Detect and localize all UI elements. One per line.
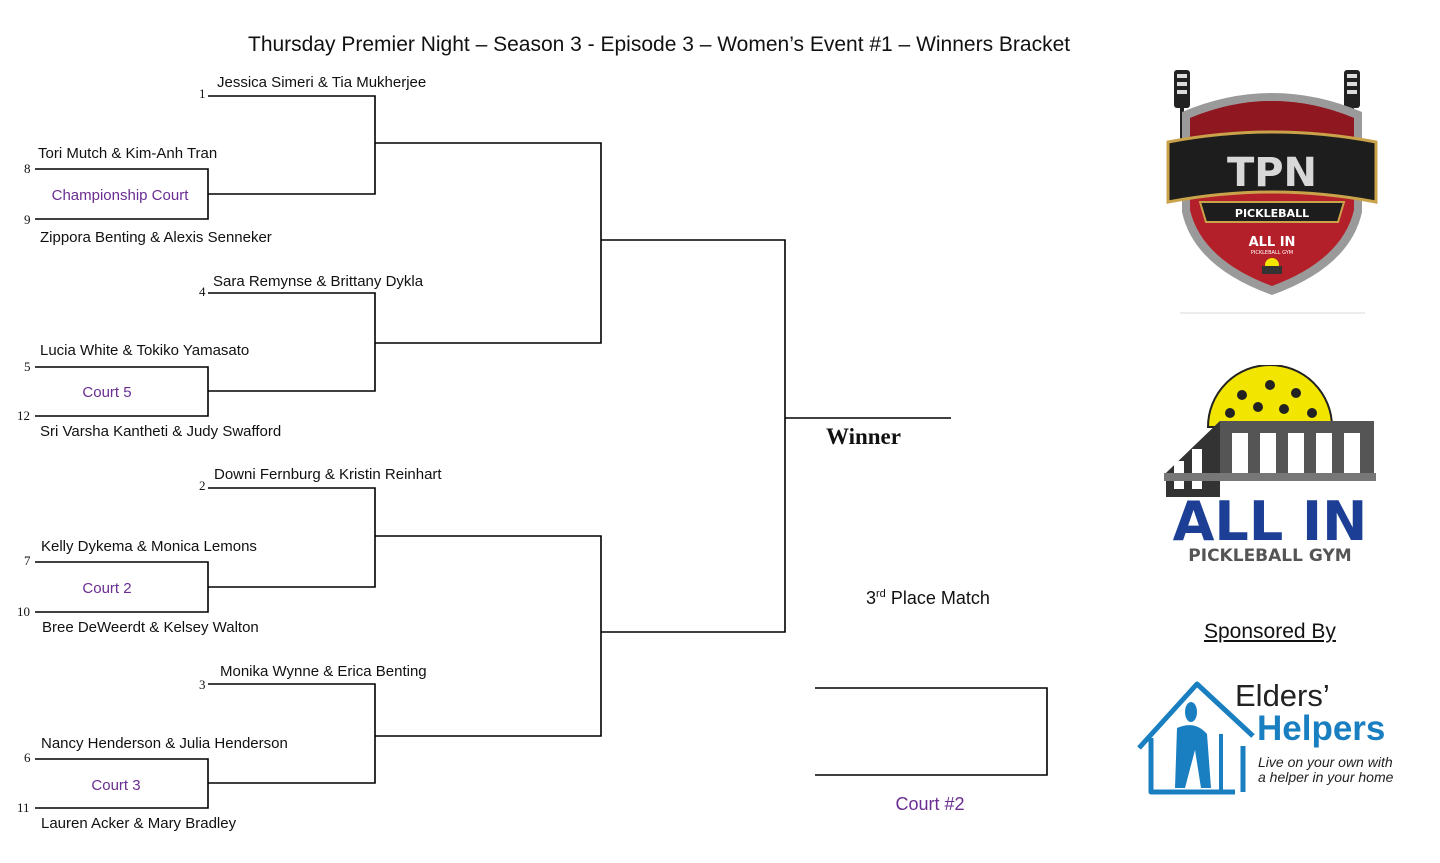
third-place-label: 3rd Place Match [866, 588, 990, 609]
tpn-allin-sub-text: PICKLEBALL GYM [1251, 250, 1293, 256]
seed-5: 5 [24, 359, 31, 374]
bracket-title: Thursday Premier Night – Season 3 - Epis… [248, 33, 1071, 56]
winner-label: Winner [826, 424, 901, 449]
sponsored-by-heading: Sponsored By [1204, 620, 1336, 643]
seed-7: 7 [24, 553, 31, 568]
seed-8: 8 [24, 161, 31, 176]
elders-helpers-logo: Elders’ Helpers Live on your own with a … [1137, 678, 1394, 795]
all-in-text: ALL IN [1173, 490, 1368, 553]
team-seed-3: Monika Wynne & Erica Benting [220, 663, 427, 680]
tpn-text: TPN [1227, 150, 1317, 196]
team-seed-2: Downi Fernburg & Kristin Reinhart [214, 466, 442, 483]
tpn-pickleball-text: PICKLEBALL [1235, 207, 1309, 220]
elders-name-line1: Elders’ [1235, 678, 1330, 713]
team-seed-10: Bree DeWeerdt & Kelsey Walton [42, 619, 259, 636]
team-seed-6: Nancy Henderson & Julia Henderson [41, 735, 288, 752]
team-seed-5: Lucia White & Tokiko Yamasato [40, 342, 250, 359]
seed-2: 2 [199, 478, 206, 493]
team-seed-12: Sri Varsha Kantheti & Judy Swafford [40, 423, 282, 440]
court-label-5: Court 5 [82, 384, 132, 401]
court-label-3: Court 3 [91, 777, 141, 794]
seed-1: 1 [199, 86, 206, 101]
tpn-pickleball-logo: TPN PICKLEBALL ALL IN PICKLEBALL GYM [1166, 70, 1378, 314]
third-place-suffix: rd [876, 588, 886, 600]
court-label-2: Court 2 [82, 580, 132, 597]
court-label-championship: Championship Court [51, 187, 189, 204]
seed-11: 11 [17, 800, 30, 815]
seed-3: 3 [199, 677, 206, 692]
team-seed-9: Zippora Benting & Alexis Senneker [40, 229, 272, 246]
team-seed-11: Lauren Acker & Mary Bradley [41, 815, 237, 832]
seed-9: 9 [24, 212, 31, 227]
team-seed-4: Sara Remynse & Brittany Dykla [213, 273, 424, 290]
seed-12: 12 [17, 408, 30, 423]
tpn-allin-text: ALL IN [1249, 235, 1296, 250]
pickleball-gym-text: PICKLEBALL GYM [1188, 546, 1351, 566]
team-seed-1: Jessica Simeri & Tia Mukherjee [217, 74, 427, 91]
elders-tagline-1: Live on your own with [1258, 754, 1393, 770]
third-place-text: Place Match [890, 588, 990, 608]
court-label-third-place: Court #2 [895, 794, 965, 814]
third-place-number: 3 [866, 588, 877, 608]
seed-10: 10 [17, 604, 30, 619]
team-seed-8: Tori Mutch & Kim-Anh Tran [38, 145, 218, 162]
team-seed-7: Kelly Dykema & Monica Lemons [41, 538, 257, 555]
elders-tagline-2: a helper in your home [1258, 769, 1394, 785]
seed-6: 6 [24, 750, 31, 765]
elders-name-line2: Helpers [1257, 709, 1385, 748]
all-in-pickleball-gym-logo: ALL IN PICKLEBALL GYM [1164, 365, 1376, 566]
seed-4: 4 [199, 284, 206, 299]
